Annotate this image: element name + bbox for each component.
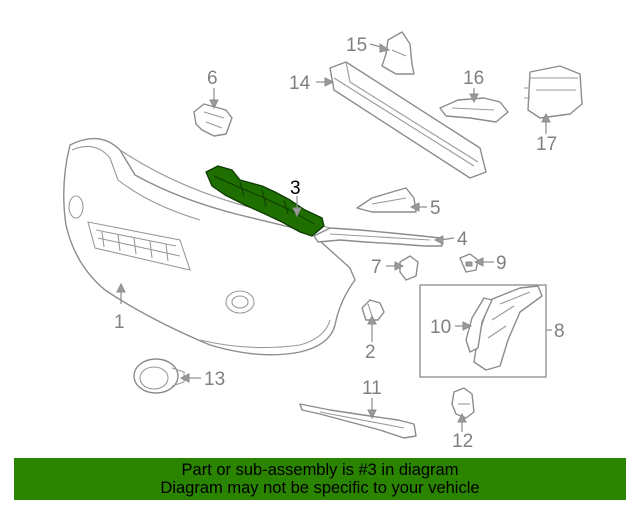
fog-lamp-part-13[interactable] (133, 358, 185, 394)
callout-9[interactable]: 9 (496, 253, 507, 274)
callout-12[interactable]: 12 (452, 431, 473, 452)
clip-part-2[interactable] (361, 299, 385, 321)
clip-part-12[interactable] (451, 387, 475, 419)
callout-4[interactable]: 4 (457, 229, 468, 250)
callout-7[interactable]: 7 (371, 257, 382, 278)
bracket-part-7[interactable] (399, 255, 419, 281)
callout-1[interactable]: 1 (114, 312, 125, 333)
callout-6[interactable]: 6 (207, 68, 218, 89)
callout-2[interactable]: 2 (365, 342, 376, 363)
callout-3[interactable]: 3 (290, 178, 301, 199)
clip-part-9[interactable] (459, 253, 479, 273)
info-banner: Part or sub-assembly is #3 in diagram Di… (14, 458, 626, 500)
module-part-17[interactable] (524, 65, 583, 119)
support-part-11[interactable] (299, 403, 417, 439)
callout-labels: 1 2 3 4 5 6 7 8 9 10 11 12 13 14 15 16 1… (114, 35, 565, 452)
callout-15[interactable]: 15 (346, 35, 367, 56)
bracket-part-6[interactable] (193, 103, 233, 137)
bracket-part-16[interactable] (439, 97, 509, 123)
bracket-part-5[interactable] (356, 187, 417, 213)
callout-16[interactable]: 16 (463, 68, 484, 89)
seal-part-10[interactable] (465, 297, 493, 353)
callout-17[interactable]: 17 (536, 134, 557, 155)
bracket-part-15[interactable] (381, 31, 415, 75)
callout-13[interactable]: 13 (204, 369, 225, 390)
banner-line-2: Diagram may not be specific to your vehi… (160, 479, 480, 497)
callout-5[interactable]: 5 (430, 198, 441, 219)
callout-8[interactable]: 8 (554, 321, 565, 342)
bracket-part-4[interactable] (313, 227, 443, 247)
callout-14[interactable]: 14 (289, 73, 311, 94)
bar-part-14[interactable] (329, 61, 487, 179)
callout-leaders (116, 43, 552, 432)
parts-diagram: 1 2 3 4 5 6 7 8 9 10 11 12 13 14 15 16 1… (63, 31, 583, 452)
callout-10[interactable]: 10 (430, 317, 451, 338)
banner-line-1: Part or sub-assembly is #3 in diagram (181, 461, 459, 479)
callout-11[interactable]: 11 (362, 378, 382, 399)
extension-part-8[interactable] (473, 285, 543, 371)
